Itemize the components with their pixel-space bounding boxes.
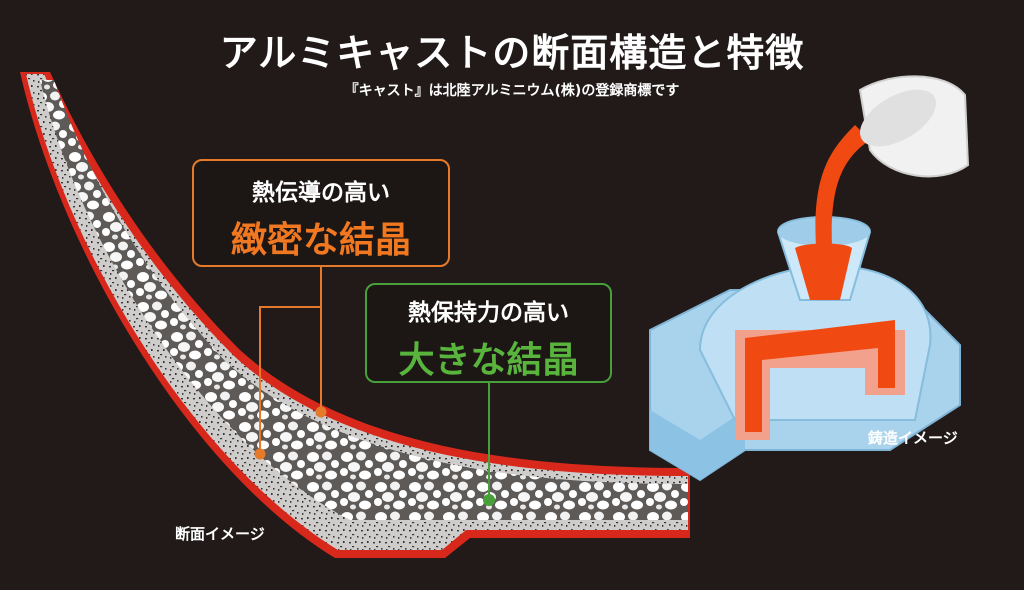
callout-fine-crystal: 熱伝導の高い 緻密な結晶 (192, 159, 450, 267)
marker-orange-2 (254, 448, 266, 460)
ladle-rim (860, 89, 936, 147)
callout-fine-crystal-line2: 緻密な結晶 (230, 220, 411, 261)
callout-large-crystal-line1: 熱保持力の高い (408, 300, 569, 326)
callout-large-crystal: 熱保持力の高い 大きな結晶 (365, 283, 612, 383)
callout-large-crystal-line2: 大きな結晶 (398, 340, 579, 381)
molten-channel (745, 320, 895, 432)
marker-orange-1 (315, 406, 327, 418)
page-title: アルミキャストの断面構造と特徴 (219, 31, 805, 75)
pour-stream (815, 125, 870, 246)
callout-fine-crystal-line1: 熱伝導の高い (252, 180, 390, 206)
caption-casting-image: 鋳造イメージ (868, 429, 958, 447)
funnel-molten (795, 243, 852, 300)
marker-green (483, 494, 495, 506)
large-crystal-layer (40, 80, 688, 520)
trademark-note: 『キャスト』は北陸アルミニウム(株)の登録商標です (344, 83, 680, 99)
caption-section-image: 断面イメージ (175, 525, 265, 543)
connector-orange-2 (259, 306, 321, 454)
mold-base-front (650, 410, 745, 480)
